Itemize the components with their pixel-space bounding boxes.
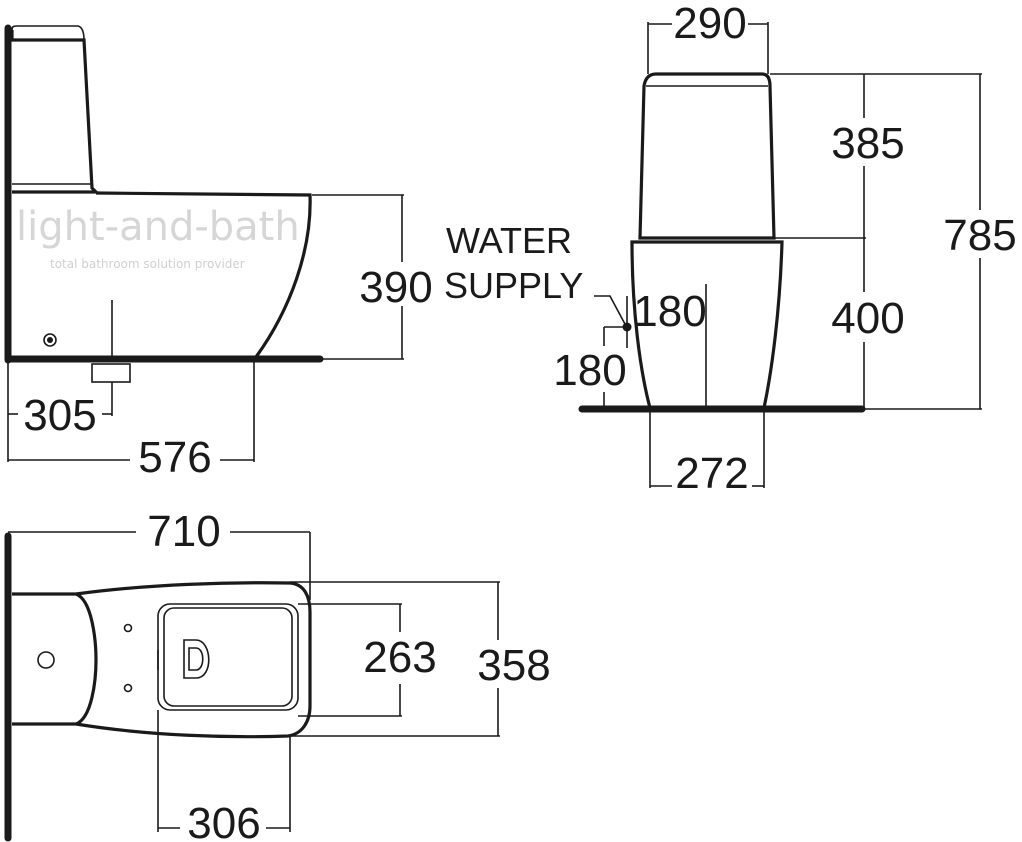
side-cistern-outline (10, 30, 100, 194)
top-seat-inner (163, 607, 293, 707)
side-bowl-outline (95, 191, 312, 358)
top-seat-outline (157, 603, 299, 711)
water-supply-leader (594, 295, 627, 327)
side-fixing-hole-dot (47, 337, 53, 343)
dim-side-depth: 576 (138, 433, 211, 482)
dim-top-width: 358 (477, 641, 550, 690)
top-view: 710 263 358 306 (4, 507, 551, 842)
dim-pan-height: 400 (831, 294, 904, 343)
front-cistern-outline (638, 72, 776, 240)
water-supply-label-line2: SUPPLY (444, 265, 583, 306)
side-view: 390 305 576 light-and-bath total bathroo… (4, 24, 438, 482)
top-seat-outlet-inner (188, 647, 204, 671)
dim-supply-horizontal: 180 (633, 287, 706, 336)
top-hinge-hole (123, 683, 133, 693)
dim-seat-width: 263 (363, 633, 436, 682)
top-cistern-button (37, 651, 55, 669)
dim-seat-length: 306 (187, 799, 260, 842)
top-cistern-outline (12, 592, 98, 726)
water-supply-label-line1: WATER (446, 220, 572, 261)
dim-side-height: 390 (359, 263, 432, 312)
dim-base-width: 272 (675, 449, 748, 498)
side-outlet-box (91, 363, 131, 383)
side-cistern-lid (11, 25, 85, 41)
dim-supply-vertical: 180 (553, 346, 626, 395)
front-view: 290 385 400 785 WATER SUPPLY 180 180 272 (444, 0, 1017, 498)
top-seat-outlet (183, 639, 210, 679)
dim-cistern-height: 385 (831, 119, 904, 168)
dim-total-height: 785 (943, 211, 1016, 260)
side-fixing-hole (43, 333, 57, 347)
watermark-tagline: total bathroom solution provider (50, 257, 245, 271)
dim-top-length: 710 (147, 507, 220, 556)
top-hinge-hole (123, 623, 133, 633)
dim-cistern-width: 290 (673, 0, 746, 48)
watermark-brand: light-and-bath (16, 204, 300, 250)
dim-supply-offset: 305 (23, 391, 96, 440)
top-bowl-outline (75, 581, 312, 739)
